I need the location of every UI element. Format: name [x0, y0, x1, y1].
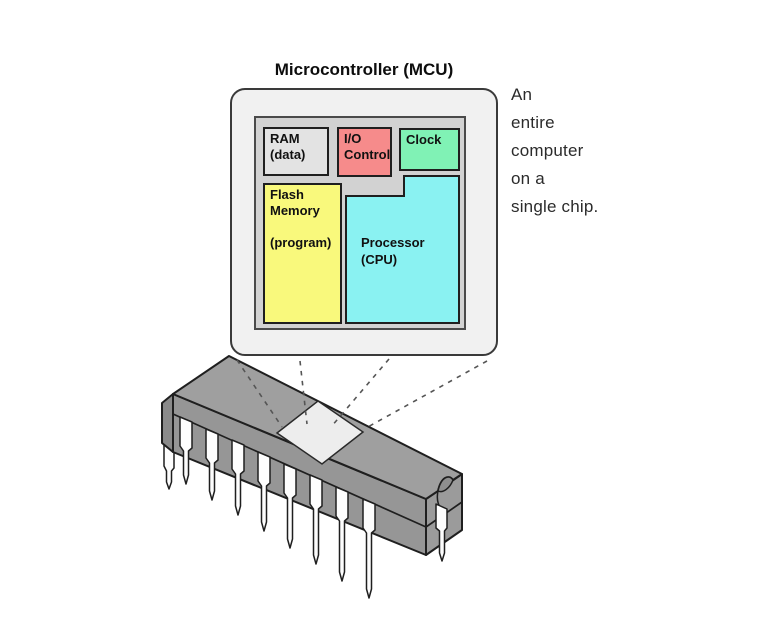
chip-pin [257, 451, 271, 532]
chip-pin [309, 474, 323, 565]
caption-line: single chip. [511, 197, 599, 216]
projection-line [365, 360, 488, 429]
block-processor-label-line: Processor [361, 235, 425, 250]
block-processor-shape [345, 175, 460, 324]
caption-line: entire [511, 113, 555, 132]
block-io-label-line: Control [344, 147, 391, 162]
chip-pin [435, 503, 448, 562]
chip-die [275, 400, 365, 465]
block-ram: RAM (data) [263, 127, 329, 176]
block-io-control: I/O Control [337, 127, 392, 177]
projection-line [236, 359, 283, 428]
caption-line: computer [511, 141, 584, 160]
block-clock: Clock [399, 128, 460, 171]
caption-line: An [511, 85, 533, 104]
chip-pin [205, 428, 219, 501]
chip-pin [231, 439, 245, 516]
block-flash-label-line: Flash [270, 187, 304, 202]
block-processor-label-line: (CPU) [361, 252, 398, 267]
chip-pin [179, 416, 193, 485]
chip-pin [335, 486, 349, 582]
diagram-title: Microcontroller (MCU) [274, 60, 454, 79]
block-flash-label-line: (program) [270, 235, 332, 250]
block-ram-label-line: (data) [270, 147, 306, 162]
block-flash-label-line: Memory [270, 203, 320, 218]
block-ram-label-line: RAM [270, 131, 300, 146]
block-clock-label-line: Clock [406, 132, 442, 147]
projection-line [299, 360, 308, 425]
projection-line [330, 358, 390, 428]
block-io-label-line: I/O [344, 131, 362, 146]
block-flash-memory: Flash Memory (program) [263, 183, 342, 324]
caption: An entire computer on a single chip. [511, 81, 598, 221]
caption-line: on a [511, 169, 545, 188]
block-flash-label-line [270, 219, 338, 235]
block-processor [345, 175, 460, 324]
chip-pin [362, 498, 376, 599]
chip-pin [163, 439, 175, 490]
block-processor-label: Processor (CPU) [361, 234, 425, 268]
chip-left-face [161, 393, 174, 453]
chip-pin [283, 463, 297, 549]
